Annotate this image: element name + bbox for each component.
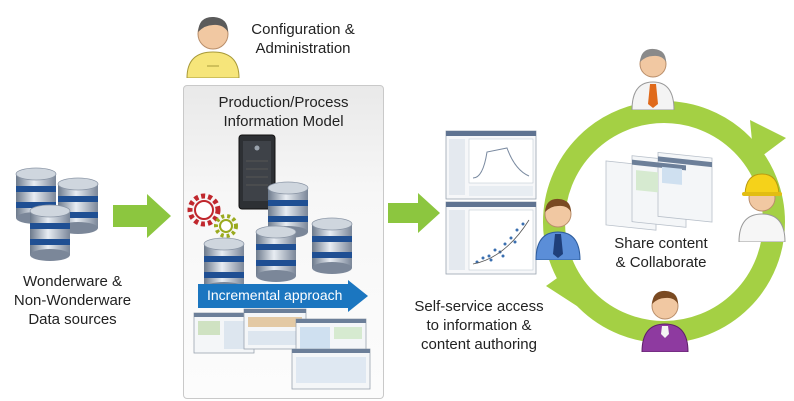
collaborator-person-icon bbox=[641, 290, 689, 352]
shared-content-thumbnails bbox=[605, 151, 713, 231]
cycle-arrowhead bbox=[750, 120, 786, 162]
gears-icon bbox=[187, 193, 238, 238]
self-service-label: Self-service access to information & con… bbox=[414, 298, 544, 353]
share-collaborate-label: Share content & Collaborate bbox=[614, 235, 708, 271]
information-model-title: Production/Process Information Model bbox=[218, 94, 349, 130]
cycle-arrowhead bbox=[546, 266, 580, 308]
incremental-approach-label: Incremental approach bbox=[207, 287, 343, 303]
flow-arrow-2 bbox=[388, 193, 440, 233]
configuration-administration-label: Configuration & Administration bbox=[251, 21, 355, 57]
database-icon bbox=[29, 204, 71, 262]
engineer-person-icon bbox=[738, 173, 786, 242]
analytics-screenshots bbox=[445, 130, 537, 275]
data-sources-label: Wonderware & Non-Wonderware Data sources bbox=[13, 273, 132, 328]
report-thumbnails bbox=[193, 308, 371, 390]
administrator-person-icon bbox=[186, 16, 240, 78]
database-icon bbox=[255, 225, 297, 283]
database-icon bbox=[311, 217, 353, 275]
data-sources-databases bbox=[15, 167, 99, 262]
server-icon bbox=[238, 134, 276, 210]
analyst-person-icon bbox=[535, 198, 581, 260]
person-icon bbox=[631, 48, 675, 110]
flow-arrow-1 bbox=[113, 194, 171, 238]
incremental-approach-arrow bbox=[198, 280, 368, 312]
model-databases bbox=[203, 181, 353, 288]
